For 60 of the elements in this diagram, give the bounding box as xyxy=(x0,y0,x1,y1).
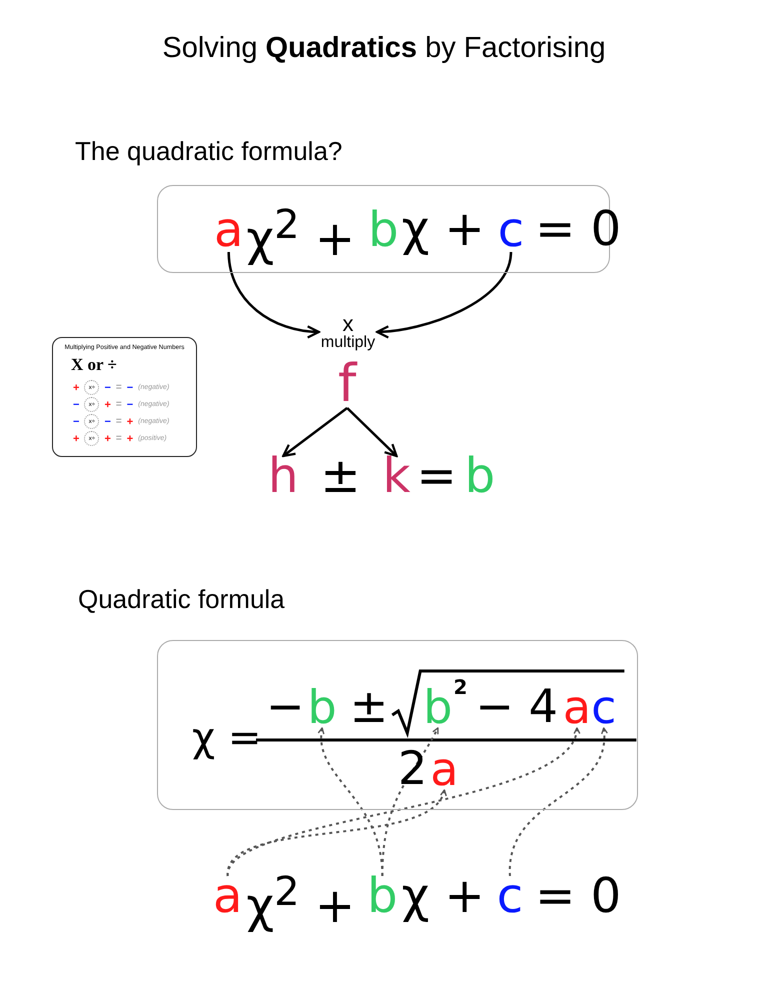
sign-symbol: − xyxy=(126,398,134,410)
equation-text: = xyxy=(416,452,457,500)
variable-letter: b xyxy=(464,452,496,500)
equals-sign: = xyxy=(116,382,122,393)
equation-text: = 0 xyxy=(535,872,622,920)
sign-symbol: − xyxy=(104,416,111,428)
title: Solving Quadratics by Factorising xyxy=(161,32,607,65)
arrow xyxy=(227,252,320,338)
sign-symbol: − xyxy=(126,382,134,394)
superscript: 2 xyxy=(454,677,468,697)
variable-letter: a xyxy=(213,872,242,920)
sign-symbol: + xyxy=(126,416,134,428)
sign-symbol: − xyxy=(73,398,80,410)
arrow xyxy=(376,252,512,338)
multiplication-sign: x xyxy=(342,312,354,336)
sign-symbol: + xyxy=(73,432,80,444)
equals-sign: = xyxy=(116,416,122,427)
sign-symbol: + xyxy=(104,398,111,410)
variable-letter: a xyxy=(214,206,244,254)
equation-box xyxy=(157,640,638,810)
arrow xyxy=(226,727,578,876)
variable-letter: b xyxy=(308,684,337,730)
equals-sign: = xyxy=(116,399,122,410)
variable-letter: b xyxy=(423,684,452,730)
variable-letter: h xyxy=(268,452,298,500)
equals-sign: = xyxy=(116,433,122,444)
sign-symbol: + xyxy=(126,432,134,444)
variable-letter: b xyxy=(368,206,399,254)
variable-letter: b xyxy=(367,872,398,920)
equation-text: ± xyxy=(320,452,361,500)
arrow xyxy=(346,407,398,458)
variable-letter: c xyxy=(498,206,524,254)
equation-text: 2 xyxy=(398,745,428,791)
equation-text: χ$^{2}$ + xyxy=(246,872,356,930)
equation-text: χ = xyxy=(192,718,262,758)
equation-text: ± xyxy=(350,683,388,729)
section-heading: The quadratic formula? xyxy=(75,138,342,164)
equation-text: − xyxy=(266,683,305,729)
sign-symbol: + xyxy=(73,382,80,394)
equation-text: χ + xyxy=(402,872,485,920)
sign-symbol: − xyxy=(104,382,111,394)
variable-letter: c xyxy=(591,684,616,730)
sign-symbol: − xyxy=(73,416,80,428)
info-card xyxy=(52,337,197,457)
sign-symbol: + xyxy=(104,432,111,444)
equation-text: χ$^{2}$ + xyxy=(246,205,356,263)
equation-text: − 4 xyxy=(475,683,558,729)
operation-symbols: X or ÷ xyxy=(70,355,118,375)
variable-letter: c xyxy=(496,872,524,920)
equation-text: χ + xyxy=(402,205,485,253)
operation-label: multiply xyxy=(320,335,376,352)
variable-letter: k xyxy=(382,452,410,500)
arrow xyxy=(282,407,348,458)
variable-letter: f xyxy=(338,358,356,410)
arrow xyxy=(381,727,439,876)
variable-letter: a xyxy=(430,746,458,792)
equation-text: = 0 xyxy=(535,205,622,253)
variable-letter: a xyxy=(562,684,592,730)
section-heading: Quadratic formula xyxy=(78,586,285,612)
arrow xyxy=(508,727,608,876)
